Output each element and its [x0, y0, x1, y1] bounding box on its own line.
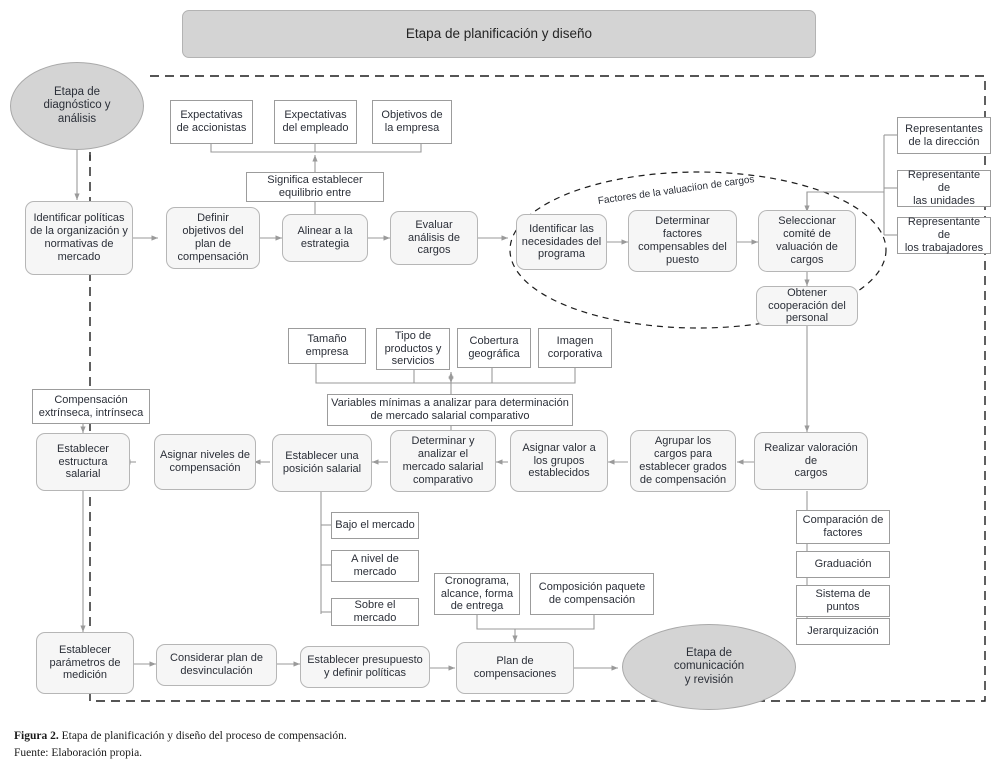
annotation-imagen-corporativa[interactable]: Imagen corporativa: [538, 328, 612, 368]
annotation-graduacion[interactable]: Graduación: [796, 551, 890, 578]
valuation-factors-ellipse-label: Factores de la valuaciíon de cargos: [597, 174, 756, 207]
process-establecer-parametros-medicion[interactable]: Establecer parámetros de medición: [36, 632, 134, 694]
process-establecer-estructura-salarial[interactable]: Establecer estructura salarial: [36, 433, 130, 491]
process-establecer-presupuesto-politicas[interactable]: Establecer presupuesto y definir polític…: [300, 646, 430, 688]
header-title-bar: Etapa de planificación y diseño: [182, 10, 816, 58]
annotation-composicion-paquete-compensacion[interactable]: Composición paquete de compensación: [530, 573, 654, 615]
process-evaluar-analisis-cargos[interactable]: Evaluar análisis de cargos: [390, 211, 478, 265]
annotation-expectativas-accionistas[interactable]: Expectativas de accionistas: [170, 100, 253, 144]
process-establecer-posicion-salarial[interactable]: Establecer una posición salarial: [272, 434, 372, 492]
process-definir-objetivos[interactable]: Definir objetivos del plan de compensaci…: [166, 207, 260, 269]
annotation-compensacion-extrinseca-intrinseca[interactable]: Compensación extrínseca, intrínseca: [32, 389, 150, 424]
figure-caption: Figura 2. Etapa de planificación y diseñ…: [14, 728, 347, 761]
annotation-cobertura-geografica[interactable]: Cobertura geográfica: [457, 328, 531, 368]
process-determinar-analizar-mercado[interactable]: Determinar y analizar el mercado salaria…: [390, 430, 496, 492]
process-identificar-necesidades-programa[interactable]: Identificar las necesidades del programa: [516, 214, 607, 270]
caption-description: Etapa de planificación y diseño del proc…: [58, 730, 347, 742]
annotation-representante-trabajadores[interactable]: Representante de los trabajadores: [897, 216, 991, 254]
process-identificar-politicas[interactable]: Identificar políticas de la organización…: [25, 201, 133, 275]
annotation-sobre-el-mercado[interactable]: Sobre el mercado: [331, 598, 419, 626]
annotation-representantes-direccion[interactable]: Representantes de la dirección: [897, 117, 991, 154]
process-obtener-cooperacion-personal[interactable]: Obtener cooperación del personal: [756, 286, 858, 326]
process-asignar-valor-grupos[interactable]: Asignar valor a los grupos establecidos: [510, 430, 608, 492]
annotation-tipo-productos-servicios[interactable]: Tipo de productos y servicios: [376, 328, 450, 370]
annotation-sistema-puntos[interactable]: Sistema de puntos: [796, 585, 890, 617]
process-plan-compensaciones[interactable]: Plan de compensaciones: [456, 642, 574, 694]
annotation-comparacion-factores[interactable]: Comparación de factores: [796, 510, 890, 544]
process-alinear-estrategia[interactable]: Alinear a la estrategia: [282, 214, 368, 262]
annotation-representante-unidades[interactable]: Representante de las unidades: [897, 169, 991, 207]
process-considerar-plan-desvinculacion[interactable]: Considerar plan de desvinculación: [156, 644, 277, 686]
process-determinar-factores-compensables[interactable]: Determinar factores compensables del pue…: [628, 210, 737, 272]
annotation-objetivos-empresa[interactable]: Objetivos de la empresa: [372, 100, 452, 144]
annotation-tamano-empresa[interactable]: Tamaño empresa: [288, 328, 366, 364]
process-agrupar-cargos-grados[interactable]: Agrupar los cargos para establecer grado…: [630, 430, 736, 492]
annotation-bajo-el-mercado[interactable]: Bajo el mercado: [331, 512, 419, 539]
caption-label: Figura 2.: [14, 730, 59, 742]
annotation-significa-establecer-equilibrio[interactable]: Significa establecer equilibrio entre: [246, 172, 384, 202]
annotation-variables-minimas-title[interactable]: Variables mínimas a analizar para determ…: [327, 394, 573, 426]
process-realizar-valoracion-cargos[interactable]: Realizar valoración de cargos: [754, 432, 868, 490]
caption-source: Fuente: Elaboración propia.: [14, 746, 143, 759]
annotation-cronograma-alcance-entrega[interactable]: Cronograma, alcance, forma de entrega: [434, 573, 520, 615]
annotation-a-nivel-de-mercado[interactable]: A nivel de mercado: [331, 550, 419, 582]
stage-diagnostic-ellipse[interactable]: Etapa de diagnóstico y análisis: [10, 62, 144, 150]
caption-line-1: Figura 2. Etapa de planificación y diseñ…: [14, 728, 347, 745]
process-seleccionar-comite-valuacion[interactable]: Seleccionar comité de valuación de cargo…: [758, 210, 856, 272]
annotation-jerarquizacion[interactable]: Jerarquización: [796, 618, 890, 645]
process-asignar-niveles-compensacion[interactable]: Asignar niveles de compensación: [154, 434, 256, 490]
annotation-expectativas-empleado[interactable]: Expectativas del empleado: [274, 100, 357, 144]
stage-communication-ellipse[interactable]: Etapa de comunicación y revisión: [622, 624, 796, 710]
